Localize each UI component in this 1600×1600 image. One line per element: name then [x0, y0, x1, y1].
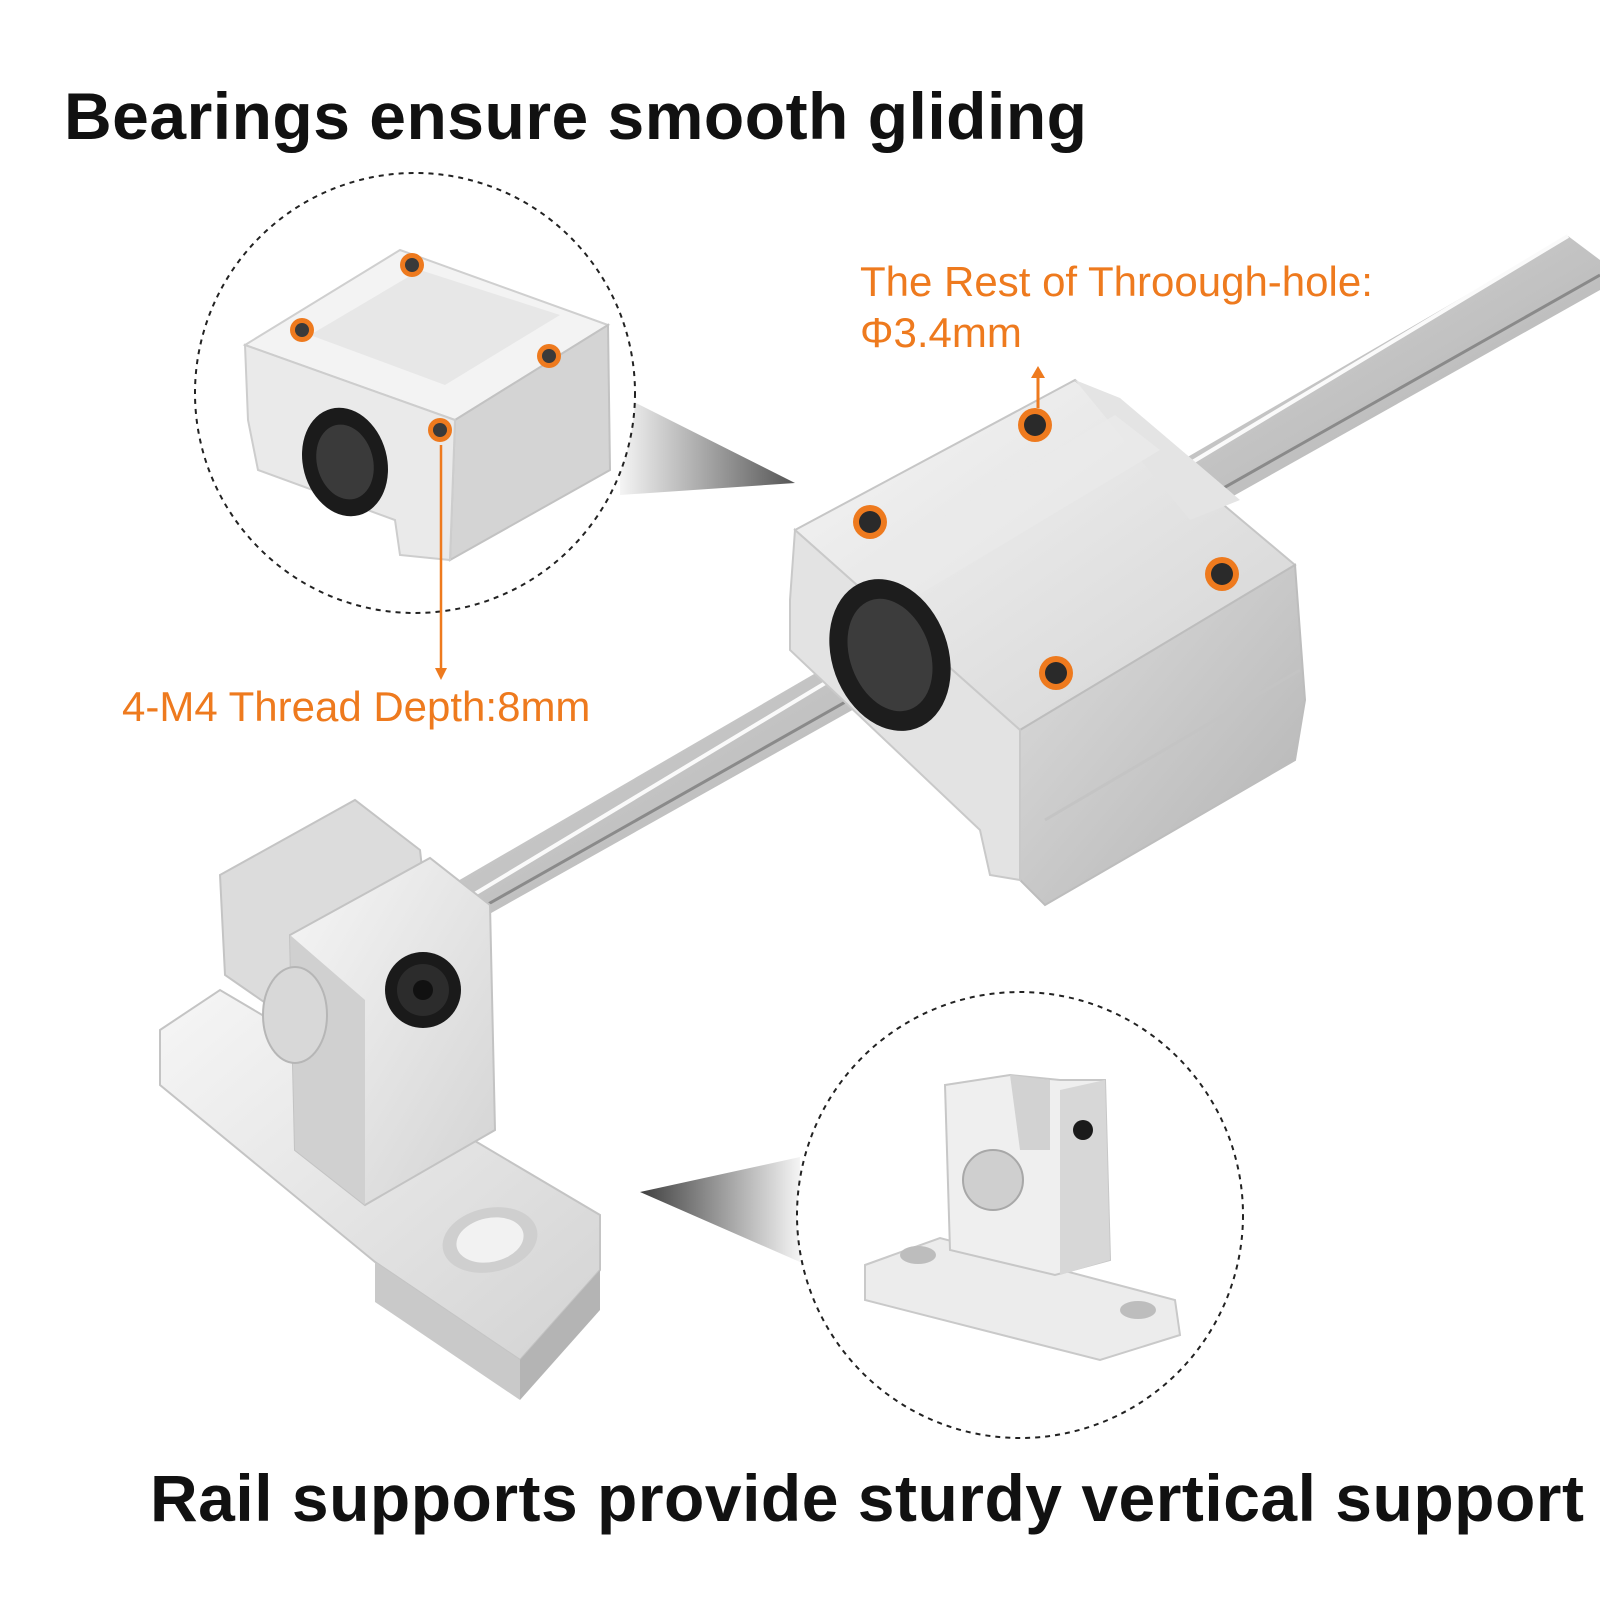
threaded-hole-icon — [290, 253, 561, 442]
thread-arrow — [435, 445, 447, 680]
linear-bearing-block — [789, 378, 1307, 907]
thread-callout-label: 4-M4 Thread Depth:8mm — [122, 683, 591, 730]
through-hole-diameter-label: Φ3.4mm — [860, 309, 1022, 356]
zoom-cone-top — [620, 395, 795, 495]
zoom-cone-bottom — [640, 1157, 800, 1262]
support-bracket-detail — [640, 991, 1244, 1439]
through-hole-callout-label: The Rest of Throough-hole: — [860, 258, 1373, 305]
headline-top: Bearings ensure smooth gliding — [64, 79, 1088, 153]
headline-bottom: Rail supports provide sturdy vertical su… — [150, 1461, 1585, 1535]
through-hole-arrow — [1031, 366, 1045, 408]
shaft-support-bracket — [159, 798, 601, 1400]
bearing-block-detail — [194, 172, 795, 614]
threaded-hole-icon — [853, 408, 1239, 690]
